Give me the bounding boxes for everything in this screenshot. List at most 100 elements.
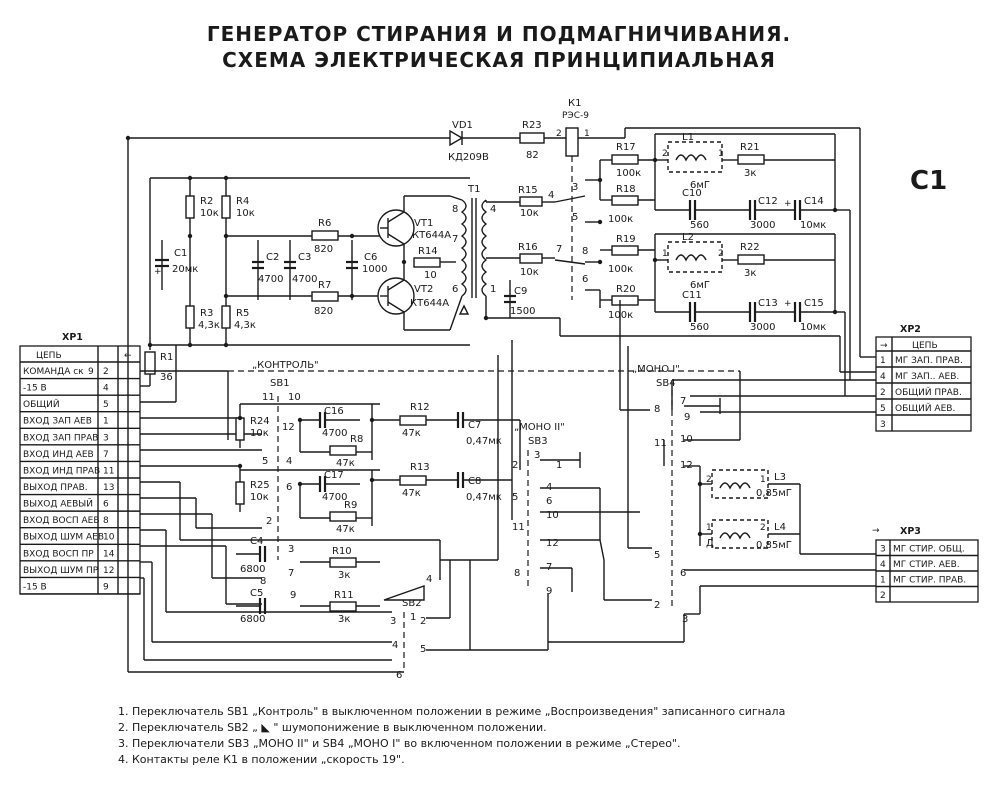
junction-dot xyxy=(187,233,193,239)
r19-resistor xyxy=(611,245,639,256)
svg-text:6: 6 xyxy=(546,496,552,507)
r23-value: 82 xyxy=(526,150,539,161)
xp1-row-pin: 2 xyxy=(103,367,109,377)
junction-dot xyxy=(223,175,229,181)
c15-ref: C15 xyxy=(804,298,824,309)
switch-labels: „КОНТРОЛЬ" SB1 „МОНО II" SB3 „МОНО I" SB… xyxy=(252,360,680,609)
r8-ref: R8 xyxy=(350,434,363,445)
c7-value: 0,47мк xyxy=(466,436,502,447)
r15-value: 10к xyxy=(520,208,539,219)
r9-ref: R9 xyxy=(344,500,357,511)
xp1-row-pin: 12 xyxy=(103,566,114,576)
r1-value: 36 xyxy=(160,372,173,383)
r15-resistor xyxy=(519,196,543,207)
vt2-value: КТ644А xyxy=(410,298,449,309)
r13-resistor xyxy=(399,475,427,486)
xp3-row-pin: 4 xyxy=(880,560,886,570)
xp2-row-pin: 5 xyxy=(880,404,886,414)
c15-value: 10мк xyxy=(800,322,826,333)
svg-text:4: 4 xyxy=(548,190,554,201)
svg-text:11: 11 xyxy=(654,438,667,449)
sb2-assembly: 3 1 2 4 5 6 4 xyxy=(383,560,471,681)
svg-text:7: 7 xyxy=(556,244,562,255)
svg-text:2: 2 xyxy=(512,460,518,471)
xp1-row-label: ВЫХОД ПРАВ. xyxy=(23,483,88,493)
vd1-ref: VD1 xyxy=(452,120,473,131)
r18-resistor xyxy=(611,195,639,206)
r2-resistor xyxy=(185,195,195,219)
svg-text:1: 1 xyxy=(556,460,562,471)
r20-resistor xyxy=(611,295,639,306)
junction-dots xyxy=(125,135,838,537)
svg-text:3: 3 xyxy=(534,450,540,461)
xp1-row-pin: 7 xyxy=(103,450,109,460)
c7-ref: C7 xyxy=(468,420,481,431)
junction-dot xyxy=(125,135,131,141)
junction-dot xyxy=(369,417,375,423)
svg-text:2: 2 xyxy=(654,600,660,611)
l4-value: 0,85мГ xyxy=(756,540,792,551)
svg-text:4: 4 xyxy=(490,204,496,215)
svg-text:2: 2 xyxy=(556,129,562,139)
svg-text:1: 1 xyxy=(760,475,766,485)
r2-ref: R2 xyxy=(200,196,213,207)
r5-ref: R5 xyxy=(236,308,249,319)
c11-ref: C11 xyxy=(682,290,702,301)
xp1-row-label: ВЫХОД ШУМ ПР xyxy=(23,566,99,576)
r7-ref: R7 xyxy=(318,280,331,291)
r11-value: 3к xyxy=(338,614,350,625)
svg-text:3: 3 xyxy=(682,614,688,625)
note-line: 3. Переключатели SB3 „МОНО II" и SB4 „МО… xyxy=(118,737,681,750)
vt2-ref: VT2 xyxy=(414,284,433,295)
l4-ref: L4 xyxy=(774,522,786,533)
c8-ref: C8 xyxy=(468,476,481,487)
svg-text:8: 8 xyxy=(654,404,660,415)
r6-resistor xyxy=(311,230,339,241)
sb3-name: „МОНО II" xyxy=(514,422,565,433)
c8-value: 0,47мк xyxy=(466,492,502,503)
c17-ref: C17 xyxy=(324,470,344,481)
r25-resistor xyxy=(235,481,245,505)
junction-dot xyxy=(223,342,229,348)
r5-resistor xyxy=(221,305,231,329)
r6-ref: R6 xyxy=(318,218,331,229)
xp1-row-label: ВХОД ИНД ПРАВ xyxy=(23,466,100,476)
diagram-title-line1: ГЕНЕРАТОР СТИРАНИЯ И ПОДМАГНИЧИВАНИЯ. xyxy=(206,22,792,46)
svg-text:1: 1 xyxy=(706,523,712,533)
junction-dot xyxy=(597,177,603,183)
t1-secondary xyxy=(481,199,488,297)
supply-section: R1 36 xyxy=(140,345,200,403)
svg-text:2: 2 xyxy=(266,516,272,527)
junction-dot xyxy=(832,207,838,213)
xp1-row-pin: 10 xyxy=(103,533,115,543)
r9-value: 47к xyxy=(336,524,355,535)
r17-resistor xyxy=(611,154,639,165)
svg-text:6: 6 xyxy=(582,274,588,285)
r24-value: 10к xyxy=(250,428,269,439)
r21-resistor xyxy=(737,154,765,165)
r10-resistor xyxy=(329,557,357,568)
xp2-row-pin: 4 xyxy=(880,372,886,382)
sb2-ref: SB2 xyxy=(402,598,422,609)
xp1-row-pin: 5 xyxy=(103,400,109,410)
erase-inductors: 2 1 L3 0,85мГ 1 2 L4 0,85мГ Д xyxy=(700,469,876,555)
c9-ref: C9 xyxy=(514,286,527,297)
svg-text:11: 11 xyxy=(512,522,525,533)
r4-value: 10к xyxy=(236,208,255,219)
l3-ref: L3 xyxy=(774,472,786,483)
svg-text:1: 1 xyxy=(662,249,668,259)
c14-ref: C14 xyxy=(804,196,824,207)
svg-text:2: 2 xyxy=(706,475,712,485)
r17-value: 100к xyxy=(616,168,641,179)
note-line: 4. Контакты реле К1 в положении „скорост… xyxy=(118,753,405,766)
l2-value: 6мГ xyxy=(690,280,710,291)
svg-text:10: 10 xyxy=(546,510,559,521)
sheet-identifier: С1 xyxy=(910,166,948,196)
r24-resistor xyxy=(235,417,245,441)
junction-dot xyxy=(832,309,838,315)
l1-ref: L1 xyxy=(682,132,694,143)
xp1-row-label: -15 В xyxy=(23,582,47,592)
svg-text:7: 7 xyxy=(288,568,294,579)
k1-relay-coil xyxy=(565,127,579,157)
